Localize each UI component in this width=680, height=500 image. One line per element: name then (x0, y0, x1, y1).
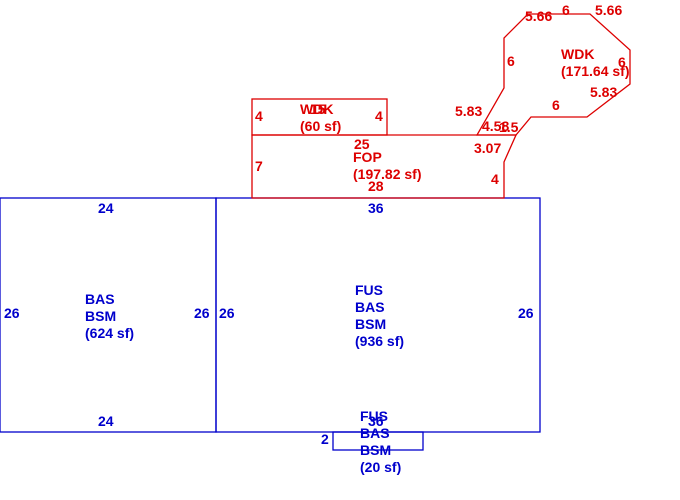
dim-bas-right: 26 (194, 305, 210, 321)
area-label-wdk-small: WDK (60 sf) (300, 101, 341, 134)
fus-small-outline (332, 431, 424, 451)
dim-fus-right: 26 (518, 305, 534, 321)
dim-wdk-diag-left: 5.83 (455, 103, 482, 119)
area-label-wdk-large: WDK (171.64 sf) (561, 46, 629, 79)
area-label-fus-main: FUS BAS BSM (936 sf) (355, 282, 404, 349)
dim-fop-top: 25 (354, 136, 370, 152)
dim-wdk-small-left: 4 (255, 108, 263, 124)
wdk-large-outline (475, 13, 631, 136)
dim-wdk-small-top: 15 (310, 101, 326, 117)
dim-wdk-top-right: 5.66 (595, 2, 622, 18)
dim-fus-left: 26 (219, 305, 235, 321)
dim-wdk-top: 6 (562, 2, 570, 18)
dim-bas-top: 24 (98, 200, 114, 216)
dim-fop-left: 7 (255, 158, 263, 174)
wdk-small-outline (251, 98, 388, 136)
dim-fop-bottom: 28 (368, 178, 384, 194)
dim-wdk-small-right: 4 (375, 108, 383, 124)
dim-wdk-bottom: 6 (552, 97, 560, 113)
dim-wdk-diag-lower: 4.58 (482, 118, 509, 134)
dim-fus-top: 36 (368, 200, 384, 216)
area-label-bas-left: BAS BSM (624 sf) (85, 291, 134, 341)
area-label-fop: FOP (197.82 sf) (353, 149, 421, 182)
dim-fop-right: 4 (491, 171, 499, 187)
dim-wdk-top-left: 5.66 (525, 8, 552, 24)
dim-wdk-left: 6 (507, 53, 515, 69)
dim-fop-diagonal: 3.07 (474, 140, 501, 156)
dim-fus-small-side: 2 (321, 431, 329, 447)
dim-wdk-right: 6 (618, 54, 626, 70)
area-label-fus-small: FUS BAS BSM (20 sf) (360, 408, 401, 475)
fus-main-outline (215, 197, 541, 433)
dim-bas-left: 26 (4, 305, 20, 321)
dim-wdk-bottom-short: 1.5 (499, 119, 519, 135)
dim-wdk-lower-right: 5.83 (590, 84, 617, 100)
dim-fus-bottom: 36 (368, 413, 384, 429)
dim-bas-bottom: 24 (98, 413, 114, 429)
